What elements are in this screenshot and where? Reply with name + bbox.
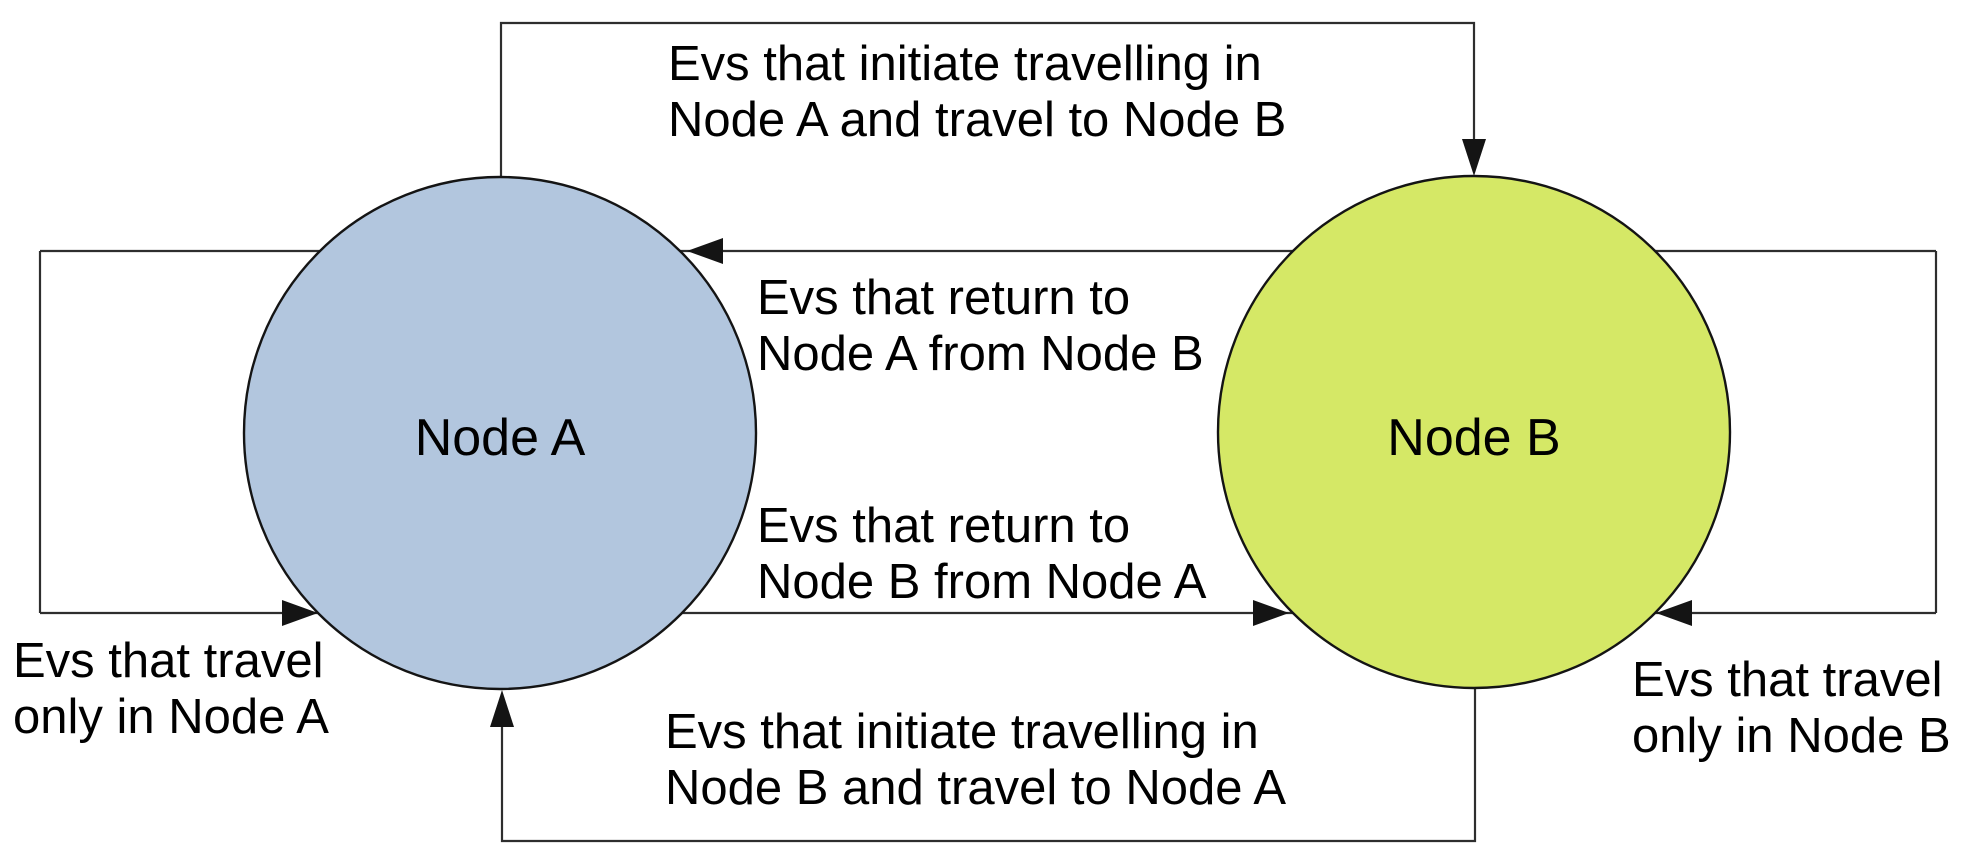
arrowhead-return-to-node-b-icon [1253,600,1289,626]
node-a-circle [242,175,758,691]
arrowhead-right-loop-into-node-b-icon [1656,600,1692,626]
edge-top-loop-a-to-b [499,21,1476,177]
node-b-label: Node B [1387,409,1560,467]
arrowhead-bottom-loop-into-node-a-icon [490,690,514,727]
left-self-loop-label-line2: only in Node A [13,690,329,744]
return-to-a-label-line1: Evs that return to [757,271,1130,325]
arrowhead-into-node-b-top-icon [1462,139,1486,176]
arrowhead-return-to-node-a-icon [687,238,723,264]
return-to-b-label-line2: Node B from Node A [757,555,1207,609]
top-loop-label-line1: Evs that initiate travelling in [668,37,1262,91]
right-self-loop-label-line1: Evs that travel [1632,653,1942,707]
right-self-loop-label-line2: only in Node B [1632,709,1951,763]
bottom-loop-label-line1: Evs that initiate travelling in [665,705,1259,759]
return-to-a-label-line2: Node A from Node B [757,327,1204,381]
top-loop-label-line2: Node A and travel to Node B [668,93,1286,147]
return-to-b-label-line1: Evs that return to [757,499,1130,553]
arrowhead-left-loop-into-node-a-icon [282,600,318,626]
edge-bottom-loop-b-to-a [500,688,1477,843]
node-a-label: Node A [415,409,586,467]
bottom-loop-label-line2: Node B and travel to Node A [665,761,1286,815]
left-self-loop-label-line1: Evs that travel [13,634,323,688]
